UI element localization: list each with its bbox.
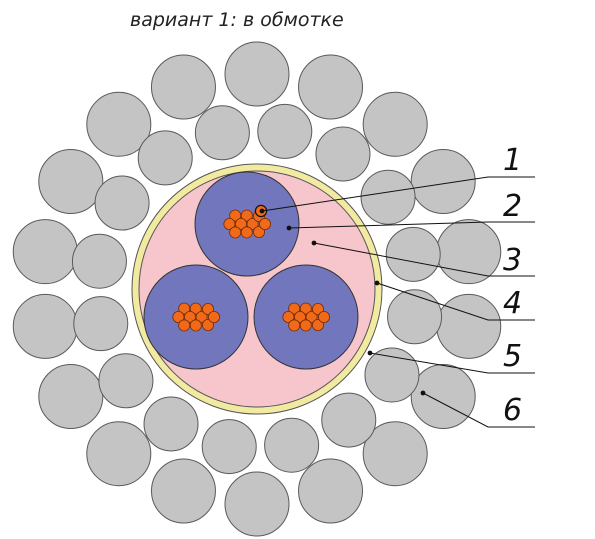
armor-wire-outer [150, 54, 216, 120]
copper-strand [252, 225, 265, 238]
callout-number-4: 4 [503, 286, 522, 321]
armor-wire-outer [224, 41, 290, 107]
diagram-title: вариант 1: в обмотке [130, 9, 344, 31]
copper-strand [178, 302, 191, 315]
copper-strand [288, 319, 301, 332]
copper-strand [299, 302, 312, 315]
copper-strand [229, 226, 242, 239]
armor-wire-outer [362, 91, 428, 157]
armor-wire-inner [315, 126, 371, 182]
copper-strand [189, 319, 202, 332]
leader-3-dot [311, 240, 317, 246]
conductor-core [253, 264, 359, 370]
copper-strand [299, 319, 312, 332]
copper-strand [172, 310, 185, 323]
copper-strand [305, 310, 318, 323]
armor-wire-inner [137, 130, 193, 186]
copper-strand [178, 319, 191, 332]
leader-4-dot [374, 280, 380, 286]
armor-wire-inner [143, 396, 199, 452]
conductor-cores [143, 171, 359, 370]
callout-leaders [259, 176, 535, 428]
armor-wire-inner [73, 296, 129, 352]
inner-armor-layer [71, 103, 443, 475]
leader-6-dot [420, 390, 426, 396]
armor-wire-inner [257, 103, 313, 159]
outer-armor-layer [12, 41, 502, 537]
leader-4 [376, 282, 535, 321]
conductor-core [143, 264, 249, 370]
armor-wire-inner [385, 226, 441, 282]
leader-3 [313, 242, 535, 277]
leader-6 [422, 392, 535, 428]
armor-wire-outer [12, 219, 78, 285]
copper-strand [189, 302, 202, 315]
copper-strand [183, 310, 196, 323]
armor-wire-outer [410, 149, 476, 214]
armor-wire-outer [86, 91, 152, 157]
copper-strand [240, 209, 253, 222]
copper-strand [207, 310, 220, 323]
leader-1 [261, 176, 535, 212]
copper-strand [282, 310, 295, 323]
armor-wire-inner [360, 169, 416, 225]
armor-wire-inner [71, 233, 127, 289]
callout-number-1: 1 [503, 143, 522, 178]
copper-strand [234, 217, 247, 230]
armor-wire-outer [38, 149, 104, 214]
armor-wire-outer [38, 364, 104, 429]
copper-strand [240, 226, 253, 239]
callout-number-6: 6 [503, 393, 522, 428]
armor-wire-inner [321, 392, 377, 448]
armor-wire-inner [387, 289, 443, 345]
conductor-core [194, 171, 300, 277]
copper-strand [311, 302, 324, 315]
copper-strand [317, 310, 330, 323]
leader-5 [369, 352, 535, 374]
copper-strand [258, 217, 271, 230]
copper-strand [223, 217, 236, 230]
armor-wire-outer [224, 471, 290, 537]
armor-wire-outer [150, 458, 216, 524]
armor-wire-outer [362, 421, 428, 487]
leader-2-dot [286, 225, 292, 231]
copper-strand [201, 318, 214, 331]
armor-wire-outer [436, 219, 502, 285]
armor-wire-inner [201, 419, 257, 475]
armor-wire-outer [298, 54, 364, 120]
armor-wire-outer [12, 293, 78, 359]
copper-strand [311, 318, 324, 331]
armor-wire-inner [264, 417, 320, 473]
armor-wire-outer [436, 293, 502, 359]
leader-5-dot [367, 350, 373, 356]
armor-wire-inner [364, 347, 420, 403]
armor-wire-outer [298, 458, 364, 524]
copper-strand [201, 302, 214, 315]
callout-number-5: 5 [503, 339, 522, 374]
armor-wire-inner [94, 175, 150, 231]
leader-2 [288, 221, 535, 229]
callout-number-3: 3 [503, 243, 522, 278]
armor-wire-outer [410, 364, 476, 429]
armor-wire-outer [86, 421, 152, 487]
armor-wire-inner [194, 105, 250, 161]
leader-1-dot [259, 208, 265, 214]
copper-strand [229, 209, 242, 222]
callout-number-2: 2 [503, 189, 522, 224]
copper-strand [293, 310, 306, 323]
copper-strand [195, 310, 208, 323]
armor-wire-inner [98, 353, 154, 409]
copper-strand [246, 217, 259, 230]
